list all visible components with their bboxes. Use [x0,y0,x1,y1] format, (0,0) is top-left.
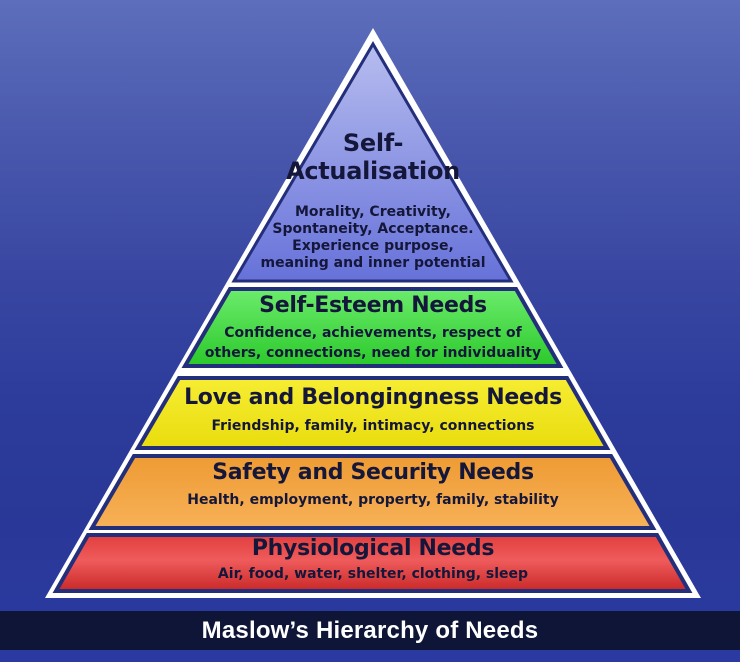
level-safety-security-title: Safety and Security Needs [212,460,534,485]
level-physiological-description: Air, food, water, shelter, clothing, sle… [217,566,529,582]
diagram-title: Maslow’s Hierarchy of Needs [201,616,539,644]
level-physiological-title: Physiological Needs [251,536,495,561]
level-self-actualisation-shape [231,41,514,283]
level-love-belongingness-description: Friendship, family, intimacy, connection… [211,418,535,434]
level-love-belongingness-shape [134,376,611,450]
level-safety-security-description: Health, employment, property, family, st… [187,492,559,508]
level-safety-security-shape [88,454,657,530]
level-self-esteem-shape [181,287,564,368]
level-self-actualisation-description: Morality, Creativity, Spontaneity, Accep… [260,204,486,272]
level-love-belongingness-title: Love and Belongingness Needs [184,385,562,410]
level-self-esteem-description: Confidence, achievements, respect of oth… [204,325,542,362]
level-self-actualisation-title: Self- Actualisation [286,129,460,185]
footer-title-bar: Maslow’s Hierarchy of Needs [0,611,740,650]
level-physiological-shape [52,533,693,593]
level-self-esteem-title: Self-Esteem Needs [259,293,487,318]
